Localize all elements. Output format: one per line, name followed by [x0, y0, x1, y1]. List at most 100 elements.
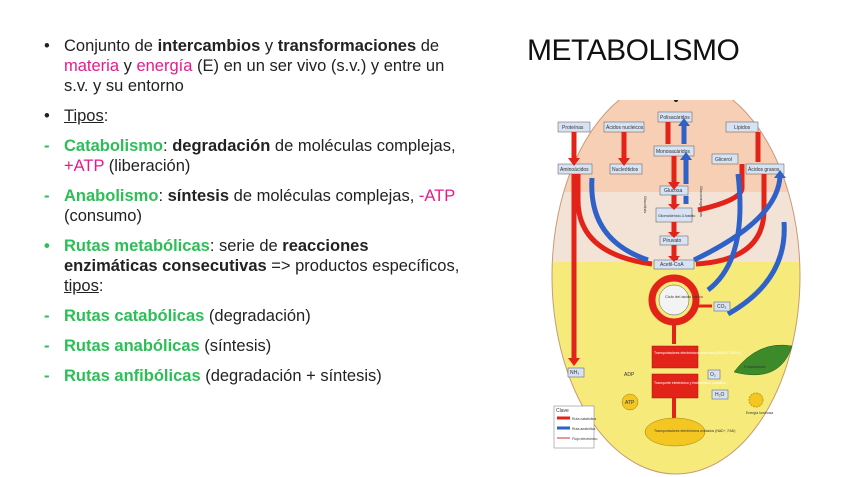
- text: y: [119, 57, 137, 75]
- text-pink: energía: [136, 57, 193, 75]
- box-nucleotidos: Nucleótidos: [609, 163, 643, 175]
- svg-text:Glucosa: Glucosa: [664, 188, 683, 194]
- svg-text:Proteínas: Proteínas: [562, 125, 584, 131]
- svg-text:Clave: Clave: [556, 408, 569, 414]
- text: (degradación): [204, 307, 311, 325]
- text-green: Rutas metabólicas: [64, 237, 210, 255]
- atp-circle: ATP: [621, 393, 639, 411]
- text-bold: reacciones enzimáticas consecutivas: [64, 237, 369, 275]
- stage-dot: [674, 100, 678, 102]
- box-nh3: NH₃: [567, 367, 585, 378]
- svg-text:Ácidos grasos: Ácidos grasos: [748, 166, 780, 173]
- svg-text:Fotosíntesis: Fotosíntesis: [744, 364, 766, 369]
- box-co2: CO₂: [713, 301, 731, 312]
- svg-text:H₂O: H₂O: [715, 392, 725, 398]
- label-gluconeogenesis: Gluconeogénesis: [699, 186, 704, 217]
- svg-text:Lípidos: Lípidos: [734, 125, 751, 131]
- bullet-tipos: • Tipos:: [40, 106, 460, 126]
- svg-text:CO₂: CO₂: [717, 304, 727, 310]
- text: : serie de: [209, 237, 283, 255]
- text-bold: degradación: [172, 137, 271, 155]
- dash-marker: -: [44, 187, 50, 205]
- svg-text:Energía luminosa: Energía luminosa: [746, 411, 773, 415]
- bullet-catabolismo: - Catabolismo: degradación de moléculas …: [40, 136, 460, 176]
- box-monosacaridos: Monosacáridos: [653, 145, 695, 157]
- bullet-marker: •: [44, 37, 50, 55]
- svg-text:Glicerol: Glicerol: [715, 157, 732, 163]
- bullet-marker: •: [44, 107, 50, 125]
- box-o2: O₂: [707, 369, 721, 380]
- text: (degradación + síntesis): [200, 367, 382, 385]
- box-polisacaridos: Polisacáridos: [657, 111, 693, 123]
- bullet-definition: • Conjunto de intercambios y transformac…: [40, 36, 460, 96]
- bullet-list: • Conjunto de intercambios y transformac…: [40, 36, 460, 396]
- diagram-legend: Clave Ruta catabólica Ruta anabólica Flu…: [553, 405, 598, 449]
- metabolism-diagram: Proteínas Ácidos nucleicos Polisacáridos…: [551, 100, 801, 475]
- text-bold: intercambios: [157, 37, 261, 55]
- slide-title: METABOLISMO: [527, 34, 740, 67]
- text: :: [103, 107, 109, 125]
- text-green: Rutas anfibólicas: [64, 367, 201, 385]
- text: => productos específicos,: [266, 257, 460, 275]
- text: de moléculas complejas,: [270, 137, 456, 155]
- text-green: Rutas catabólicas: [64, 307, 205, 325]
- text: (síntesis): [199, 337, 272, 355]
- bullet-anabolismo: - Anabolismo: síntesis de moléculas comp…: [40, 186, 460, 226]
- bullet-marker: •: [44, 237, 50, 255]
- svg-text:Gliceraldehído-3-fosfato: Gliceraldehído-3-fosfato: [658, 214, 695, 218]
- svg-text:Ruta anabólica: Ruta anabólica: [572, 427, 595, 431]
- bullet-rutas-anfibolicas: - Rutas anfibólicas (degradación + sínte…: [40, 366, 460, 386]
- electron-transport-chain: Transporte electrónico y fosforilación o…: [651, 373, 726, 399]
- bullet-rutas: • Rutas metabólicas: serie de reacciones…: [40, 236, 460, 296]
- text-pink: -ATP: [418, 187, 455, 205]
- svg-text:Monosacáridos: Monosacáridos: [656, 149, 690, 155]
- dash-marker: -: [44, 337, 50, 355]
- box-acidos-nucleicos: Ácidos nucleicos: [603, 121, 645, 133]
- dash-marker: -: [44, 137, 50, 155]
- svg-text:Transportadores electrónicos o: Transportadores electrónicos oxidados (N…: [654, 429, 735, 433]
- svg-text:Ácidos nucleicos: Ácidos nucleicos: [606, 124, 644, 131]
- label-adp: ADP: [624, 372, 635, 378]
- box-gliceraldehido: Gliceraldehído-3-fosfato: [655, 207, 695, 223]
- text: :: [158, 187, 168, 205]
- text: de: [416, 37, 440, 55]
- text: Conjunto de: [64, 37, 158, 55]
- box-lipidos: Lípidos: [725, 121, 759, 133]
- svg-text:Acetil-CoA: Acetil-CoA: [660, 262, 684, 268]
- text-bold: transformaciones: [277, 37, 417, 55]
- electron-carriers-oxidized: Transportadores electrónicos oxidados (N…: [644, 417, 735, 447]
- text-underlined: Tipos: [64, 107, 104, 125]
- svg-text:Aminoácidos: Aminoácidos: [560, 167, 589, 173]
- dash-marker: -: [44, 307, 50, 325]
- text: de moléculas complejas,: [229, 187, 419, 205]
- svg-text:ATP: ATP: [625, 400, 635, 406]
- catabolic-arrowheads: [568, 158, 680, 366]
- text: :: [98, 277, 104, 295]
- text-green: Anabolismo: [64, 187, 159, 205]
- text-pink: +ATP: [64, 157, 105, 175]
- electron-carriers-reduced: Transportadores electrónicos reducidos (…: [651, 345, 741, 369]
- text: (consumo): [64, 207, 142, 225]
- sun-icon: Energía luminosa: [746, 392, 773, 415]
- svg-text:NH₃: NH₃: [570, 370, 579, 376]
- svg-text:Transporte electrónico y fosfo: Transporte electrónico y fosforilación o…: [654, 381, 726, 385]
- box-aminoacidos: Aminoácidos: [557, 163, 593, 175]
- box-glicerol: Glicerol: [711, 153, 739, 165]
- label-glucolisis: Glucólisis: [643, 196, 648, 213]
- svg-text:Piruvato: Piruvato: [663, 238, 682, 244]
- text-green: Rutas anabólicas: [64, 337, 200, 355]
- svg-text:Flujo electrónico: Flujo electrónico: [572, 437, 598, 441]
- dash-marker: -: [44, 367, 50, 385]
- svg-text:Ciclo del ácido cítrico: Ciclo del ácido cítrico: [665, 294, 704, 299]
- text: (liberación): [104, 157, 191, 175]
- text-pink: materia: [64, 57, 120, 75]
- text: :: [163, 137, 173, 155]
- anabolic-arrows: [589, 124, 787, 317]
- text: y: [260, 37, 278, 55]
- text: (E) en un ser vivo (s.v.) y entre un s.v…: [64, 57, 445, 95]
- bullet-rutas-catabolicas: - Rutas catabólicas (degradación): [40, 306, 460, 326]
- text-green: Catabolismo: [64, 137, 164, 155]
- svg-text:Polisacáridos: Polisacáridos: [660, 115, 690, 121]
- svg-text:Nucleótidos: Nucleótidos: [612, 167, 639, 173]
- bullet-rutas-anabolicas: - Rutas anabólicas (síntesis): [40, 336, 460, 356]
